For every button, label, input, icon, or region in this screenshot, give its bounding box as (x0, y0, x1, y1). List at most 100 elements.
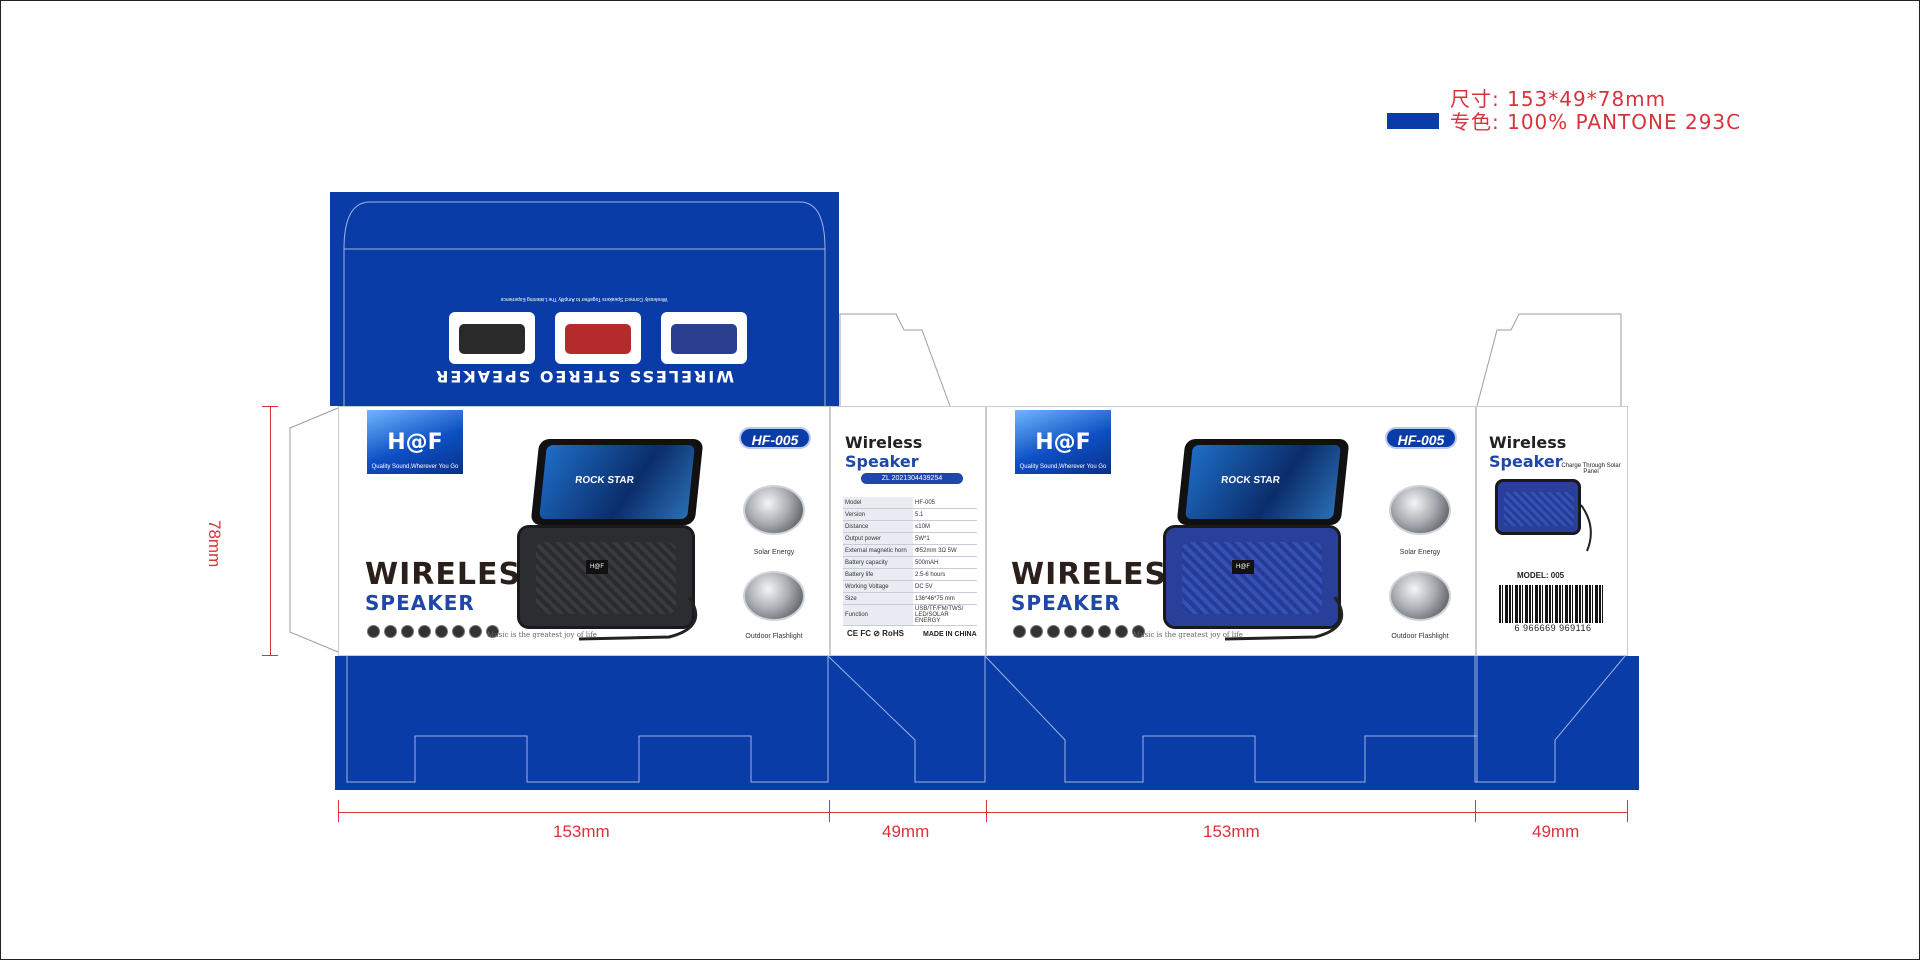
bottom-flaps (335, 656, 1639, 790)
side-panel-barcode: Wireless Speaker Charge Through Solar Pa… (1476, 406, 1628, 656)
dim-tick-1 (829, 800, 830, 822)
battery-icon (469, 625, 482, 638)
solar-energy-image (743, 485, 805, 535)
feature-icons (1013, 625, 1145, 638)
solar-energy-image (1389, 485, 1451, 535)
model-badge: HF-005 (739, 427, 811, 449)
glue-flap (289, 407, 339, 653)
title-speaker: SPEAKER (365, 591, 475, 615)
flashlight-caption: Outdoor Flashlight (1391, 633, 1449, 640)
battery-icon (1115, 625, 1128, 638)
height-dimension-line (270, 406, 271, 656)
solar-icon (1098, 625, 1111, 638)
slogan: Music is the greatest joy of life (1133, 631, 1243, 639)
bottom-foldlines (346, 656, 1626, 783)
phone-image: ROCK STAR (530, 439, 704, 525)
speaker-image: H@F (517, 525, 695, 629)
title-speaker: SPEAKER (1011, 591, 1121, 615)
spec-value: 5.1 (913, 508, 977, 521)
spec-label: Distance (843, 520, 913, 533)
led-icon (435, 625, 448, 638)
slogan: Music is the greatest joy of life (487, 631, 597, 639)
spec-value: ≤10M (913, 520, 977, 533)
top-flap-foldlines (343, 201, 826, 406)
spec-label: Working Voltage (843, 580, 913, 593)
dim-tick-2 (986, 800, 987, 822)
spec-label: Model (843, 497, 913, 509)
depth2-label: 49mm (1532, 822, 1580, 841)
tf-icon (1064, 625, 1077, 638)
aux-icon (486, 625, 499, 638)
spec-value: DC 5V (913, 580, 977, 593)
flashlight-image (743, 571, 805, 621)
bluetooth-icon (1013, 625, 1026, 638)
solar-icon (452, 625, 465, 638)
side2-title: Wireless Speaker (1489, 433, 1567, 471)
color-spec: 专色: 100% PANTONE 293C (1450, 110, 1742, 134)
tf-icon (418, 625, 431, 638)
spec-value: 5W*1 (913, 532, 977, 545)
patent-number: ZL 2021304439254 (861, 473, 963, 484)
top-flap: WIRELESS STEREO SPEAKER Wirelessly Conne… (330, 192, 839, 406)
front-panel-1: H@F Quality Sound,Wherever You Go HF-005… (338, 406, 830, 656)
spec-value: 136*46*75 mm (913, 592, 977, 605)
model-label: MODEL: 005 (1517, 571, 1565, 580)
top-flap-content: WIRELESS STEREO SPEAKER Wirelessly Conne… (330, 192, 839, 406)
top-flap-banner: WIRELESS STEREO SPEAKER (434, 367, 734, 386)
certification-marks: CE FC ⊘ RoHS (847, 629, 904, 638)
flashlight-caption: Outdoor Flashlight (745, 633, 803, 640)
phone-image: ROCK STAR (1176, 439, 1350, 525)
spec-label: Battery life (843, 568, 913, 581)
spec-value: 2.5-6 hours (913, 568, 977, 581)
aux-icon (1132, 625, 1145, 638)
feature-icons (367, 625, 499, 638)
brand-logo: H@F Quality Sound,Wherever You Go (367, 410, 463, 474)
width1-label: 153mm (553, 822, 610, 841)
spec-value: USB/TF/FM/TWS/ LED/SOLAR ENERGY (913, 604, 977, 626)
spec-value: Φ52mm 3Ω 5W (913, 544, 977, 557)
front-panel-2: H@F Quality Sound,Wherever You Go HF-005… (986, 406, 1476, 656)
model-badge: HF-005 (1385, 427, 1457, 449)
side1-title: Wireless Speaker (845, 433, 923, 471)
height-label: 78mm (205, 520, 224, 568)
speaker-side-image (1495, 479, 1581, 535)
width2-label: 153mm (1203, 822, 1260, 841)
spec-value: 500mAH (913, 556, 977, 569)
spec-label: External magnetic horn (843, 544, 913, 557)
solar-callout: Charge Through Solar Panel (1561, 463, 1621, 475)
spec-legend: 尺寸: 153*49*78mm 专色: 100% PANTONE 293C (1450, 88, 1741, 134)
depth1-label: 49mm (882, 822, 930, 841)
spec-label: Size (843, 592, 913, 605)
led-icon (1081, 625, 1094, 638)
solar-energy-caption: Solar Energy (753, 549, 795, 556)
barcode-image (1499, 585, 1605, 623)
brand-logo: H@F Quality Sound,Wherever You Go (1015, 410, 1111, 474)
pantone-swatch (1387, 113, 1439, 129)
spec-label: Output power (843, 532, 913, 545)
usb-icon (1047, 625, 1060, 638)
side1-top-flap (839, 313, 951, 407)
dim-tick-3 (1475, 800, 1476, 822)
title-wireless: WIRELESS (365, 557, 543, 592)
solar-energy-caption: Solar Energy (1399, 549, 1441, 556)
spec-label: Version (843, 508, 913, 521)
barcode-number: 6 966669 969116 (1514, 623, 1592, 633)
top-flap-tagline: Wirelessly Connect Speakers Together to … (500, 296, 668, 302)
thumb-red (555, 312, 641, 364)
lanyard (578, 596, 698, 641)
spec-label: Function (843, 604, 913, 626)
made-in-label: MADE IN CHINA (923, 631, 977, 638)
side-lanyard (1580, 504, 1592, 552)
side2-top-flap (1476, 313, 1622, 407)
title-wireless: WIRELESS (1011, 557, 1189, 592)
height-tick-bottom (262, 655, 278, 656)
thumb-blue (661, 312, 747, 364)
